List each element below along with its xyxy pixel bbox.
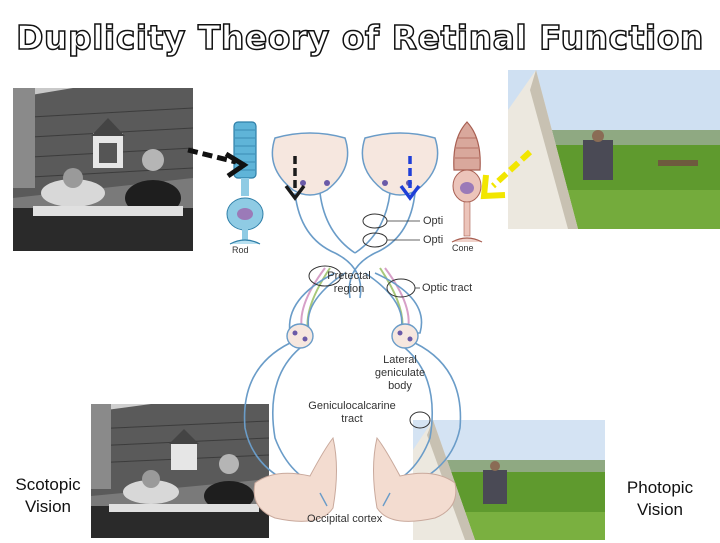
right-eye-arrow [399, 156, 421, 201]
photopic-caption-line1: Photopic [626, 478, 694, 497]
photopic-photo-top [508, 70, 720, 229]
geniculocalcarine-line1: Geniculocalcarine [308, 400, 396, 412]
pretectal-region-label: Pretectal region [323, 270, 375, 296]
scotopic-photo-top [13, 88, 193, 251]
slide-title: Duplicity Theory of Retinal Function [15, 17, 704, 58]
pretectal-line2: region [333, 283, 365, 295]
optic-tract-label: Optic tract [422, 282, 473, 294]
lgb-line3: body [388, 380, 412, 392]
left-eye-arrow [284, 156, 306, 201]
rod-label: Rod [232, 245, 249, 255]
photopic-caption: Photopic Vision [608, 477, 712, 521]
photopic-caption-line2: Vision [637, 500, 683, 519]
occipital-cortex-label: Occipital cortex [307, 513, 383, 525]
scotopic-photo-bottom [91, 404, 269, 538]
photopic-arrow [480, 149, 533, 200]
cone-label: Cone [452, 243, 474, 253]
pretectal-line1: Pretectal [327, 270, 371, 282]
optic-chiasm-label: Opti [423, 234, 444, 246]
rod-cell: Rod [222, 118, 268, 258]
lgb-line1: Lateral [383, 354, 417, 366]
scotopic-arrow [187, 147, 249, 179]
scotopic-caption: Scotopic Vision [4, 474, 92, 518]
cone-cell: Cone [444, 120, 490, 260]
scotopic-caption-line1: Scotopic [15, 475, 81, 494]
geniculocalcarine-label: Geniculocalcarine tract [297, 400, 407, 426]
lateral-geniculate-label: Lateral geniculate body [365, 354, 435, 393]
optic-nerve-label: Opti [423, 215, 444, 227]
lgb-line2: geniculate [374, 367, 426, 379]
geniculocalcarine-line2: tract [341, 413, 363, 425]
scotopic-caption-line2: Vision [25, 497, 71, 516]
